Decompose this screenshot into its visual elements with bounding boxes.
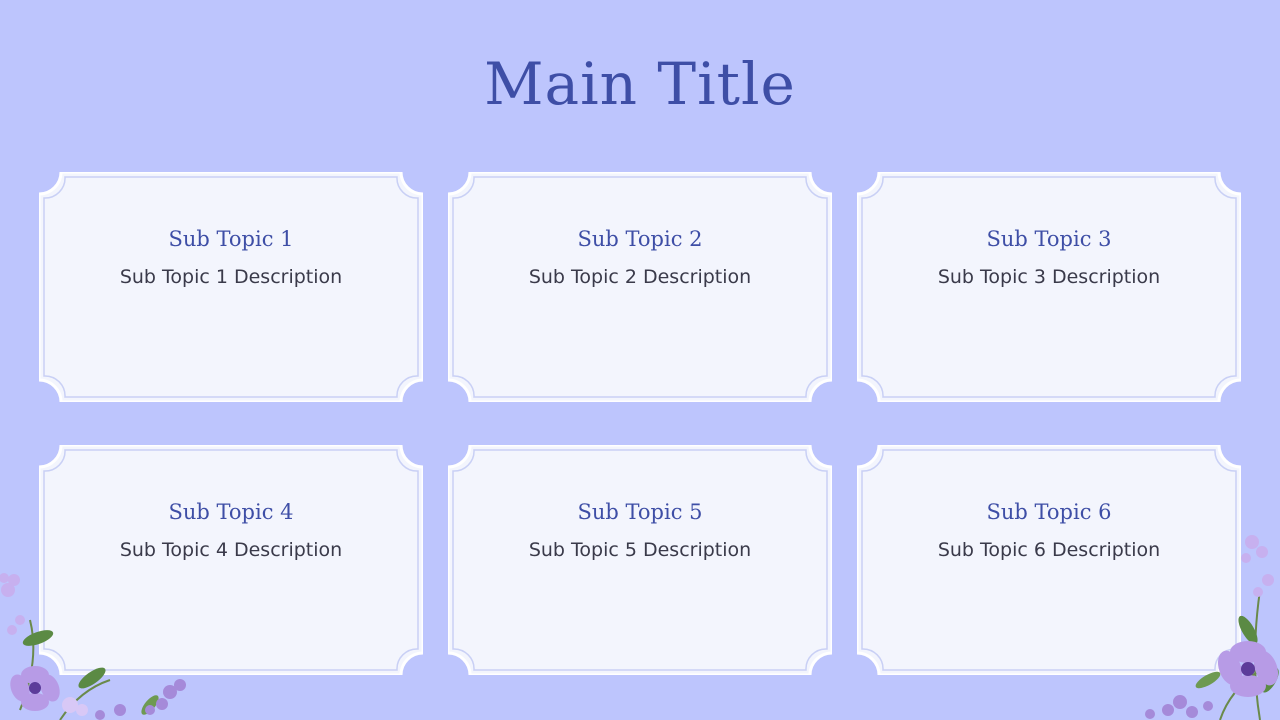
sub-topic-card-4: Sub Topic 4 Sub Topic 4 Description <box>39 445 423 675</box>
sub-topic-card-6: Sub Topic 6 Sub Topic 6 Description <box>857 445 1241 675</box>
flower-decoration-right-icon <box>1145 535 1279 720</box>
card-description: Sub Topic 2 Description <box>528 266 752 288</box>
card-frame <box>39 172 423 402</box>
sub-topic-card-5: Sub Topic 5 Sub Topic 5 Description <box>448 445 832 675</box>
sub-topic-card-3: Sub Topic 3 Sub Topic 3 Description <box>857 172 1241 402</box>
sub-topic-card-1: Sub Topic 1 Sub Topic 1 Description <box>39 172 423 402</box>
card-description: Sub Topic 5 Description <box>528 539 752 561</box>
card-heading: Sub Topic 6 <box>986 500 1112 524</box>
sub-topic-card-2: Sub Topic 2 Sub Topic 2 Description <box>448 172 832 402</box>
flower-decoration-left-icon <box>0 573 186 720</box>
card-heading: Sub Topic 4 <box>168 500 294 524</box>
card-frame <box>448 172 832 402</box>
card-frame <box>39 445 423 675</box>
card-description: Sub Topic 3 Description <box>937 266 1161 288</box>
card-description: Sub Topic 6 Description <box>937 539 1161 561</box>
card-frame <box>448 445 832 675</box>
card-heading: Sub Topic 5 <box>577 500 703 524</box>
card-description: Sub Topic 4 Description <box>119 539 343 561</box>
card-heading: Sub Topic 2 <box>577 227 703 251</box>
card-frame <box>857 445 1241 675</box>
card-heading: Sub Topic 3 <box>986 227 1112 251</box>
slide-title: Main Title <box>484 50 796 118</box>
card-frame <box>857 172 1241 402</box>
card-heading: Sub Topic 1 <box>168 227 294 251</box>
card-description: Sub Topic 1 Description <box>119 266 343 288</box>
